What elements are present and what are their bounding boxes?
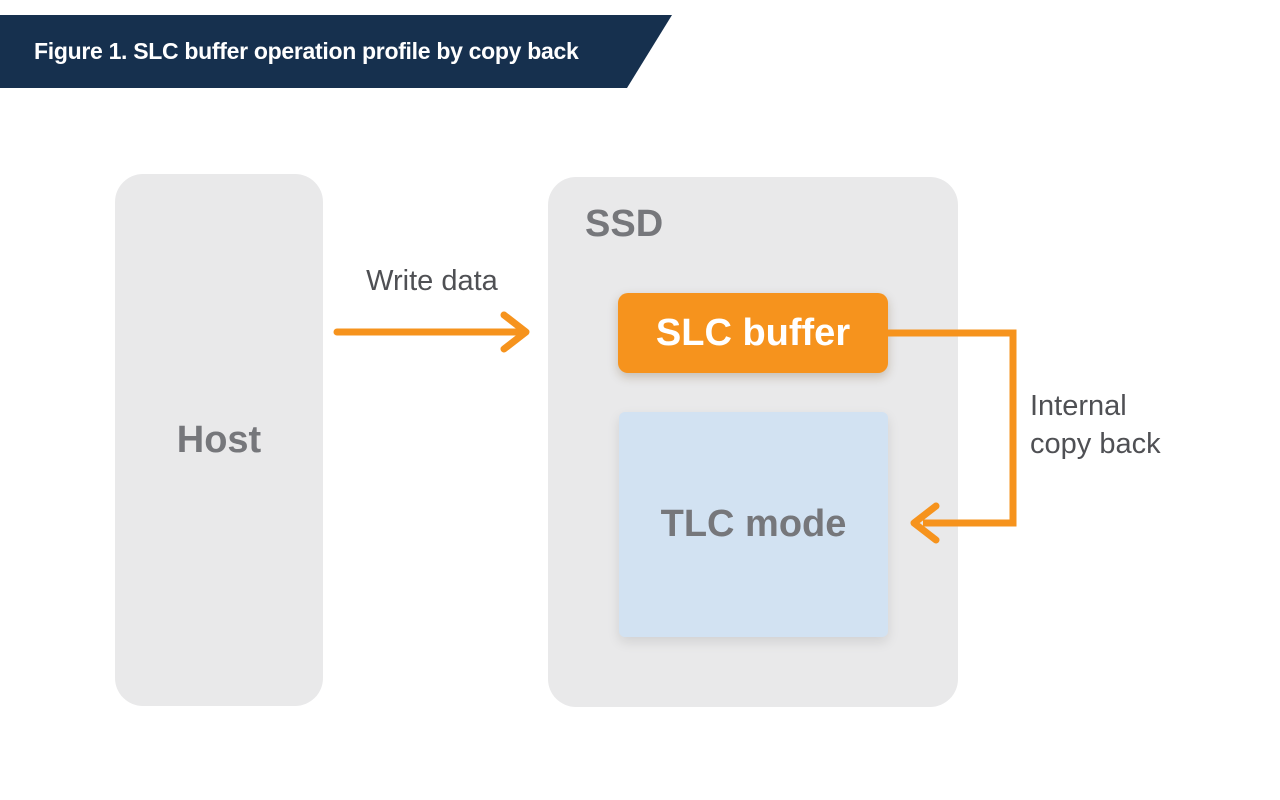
slc-buffer-label: SLC buffer	[655, 311, 851, 354]
tlc-mode-label: TLC mode	[660, 503, 847, 545]
figure-title-banner: Figure 1. SLC buffer operation profile b…	[0, 15, 672, 88]
host-box: Host	[115, 174, 323, 706]
tlc-mode-box: TLC mode	[619, 412, 888, 637]
figure-title: Figure 1. SLC buffer operation profile b…	[34, 38, 579, 64]
slc-buffer-box: SLC buffer	[618, 293, 888, 373]
write-data-label: Write data	[366, 265, 498, 297]
internal-copy-back-label: Internal copy back	[1030, 390, 1161, 460]
write-data-arrow-icon	[333, 311, 530, 353]
ssd-label: SSD	[585, 203, 664, 245]
host-label: Host	[176, 418, 262, 461]
